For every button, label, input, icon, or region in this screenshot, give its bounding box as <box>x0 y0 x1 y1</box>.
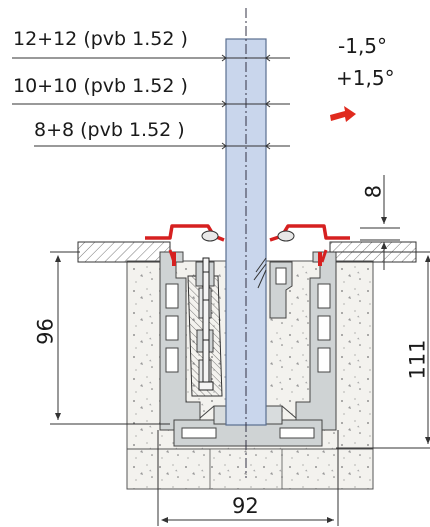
glass-option-tick <box>221 142 271 150</box>
clamp-insert-right <box>269 261 293 319</box>
glass-option-tick <box>221 54 271 62</box>
seal-right <box>269 224 350 263</box>
glass-option-label-10: 10+10 (pvb 1.52 ) <box>13 75 188 97</box>
dimension-label-top-gap: 8 <box>361 184 386 199</box>
dimension-top-gap <box>360 175 400 270</box>
bolt-icon <box>198 257 214 391</box>
dimension-profile-width <box>157 430 339 526</box>
dimension-label-profile-height: 111 <box>405 339 430 380</box>
glass-pane <box>225 8 267 478</box>
dimension-profile-height <box>330 251 430 449</box>
right-arrow-icon <box>330 106 356 122</box>
cover-plate-left <box>77 241 171 263</box>
dimension-embed-depth <box>50 251 170 425</box>
tilt-plus-label: +1,5° <box>336 66 395 90</box>
red-fixings <box>172 252 322 266</box>
glass-option-tick <box>221 100 271 108</box>
dimension-label-embed-depth: 96 <box>33 318 58 345</box>
tilt-minus-label: -1,5° <box>338 34 388 58</box>
glass-option-label-8: 8+8 (pvb 1.52 ) <box>34 119 185 141</box>
glass-option-label-12: 12+12 (pvb 1.52 ) <box>13 28 188 50</box>
dimension-label-profile-width: 92 <box>232 494 259 518</box>
glass-thickness-lines <box>12 54 290 150</box>
gasket-fins-right <box>253 257 267 289</box>
